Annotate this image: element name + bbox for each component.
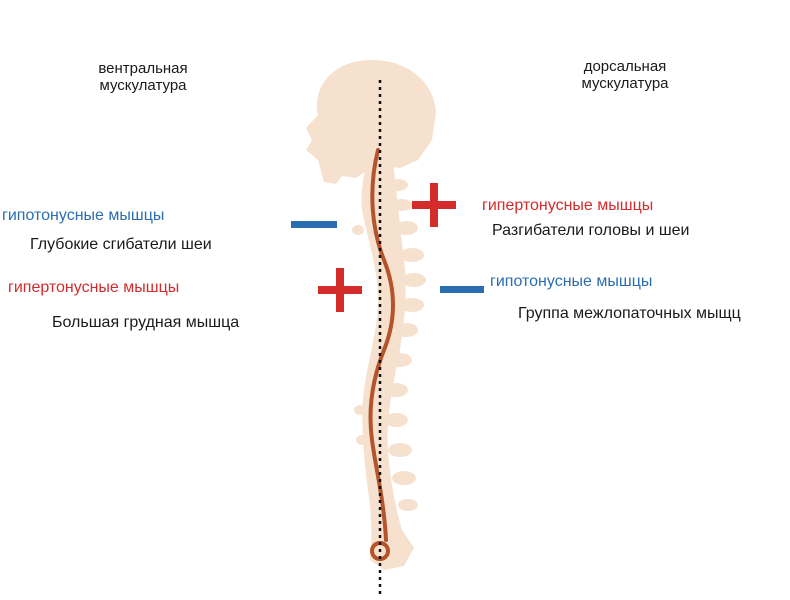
ventral-header: вентральная мускулатура bbox=[78, 60, 208, 95]
vertebra-processes bbox=[352, 179, 426, 511]
right-lower-status: гипотонусные мышцы bbox=[490, 273, 653, 290]
left-upper-muscle: Глубокие сгибатели шеи bbox=[30, 236, 212, 253]
ventral-header-line2: мускулатура bbox=[99, 77, 187, 95]
minus-sign-left-upper bbox=[291, 221, 337, 228]
dorsal-header-line1: дорсальная bbox=[583, 58, 667, 75]
ventral-header-line1: вентральная bbox=[98, 60, 188, 77]
right-lower-muscle: Группа межлопаточных мыщц bbox=[518, 305, 741, 322]
plus-sign-right-upper bbox=[412, 183, 456, 227]
left-lower-muscle: Большая грудная мышца bbox=[52, 314, 240, 331]
spine-curve bbox=[368, 148, 395, 542]
left-upper-status: гипотонусные мышцы bbox=[2, 207, 165, 224]
right-upper-muscle: Разгибатели головы и шеи bbox=[492, 222, 690, 239]
skull-shape bbox=[306, 60, 436, 184]
left-lower-status: гипертонусные мышцы bbox=[8, 279, 180, 296]
dorsal-header: дорсальная мускулатура bbox=[560, 58, 690, 93]
minus-sign-right-lower bbox=[440, 286, 484, 293]
right-upper-status: гипертонусные мышцы bbox=[482, 197, 654, 214]
dorsal-header-line2: мускулатура bbox=[581, 75, 669, 93]
plus-sign-left-lower bbox=[318, 268, 362, 312]
